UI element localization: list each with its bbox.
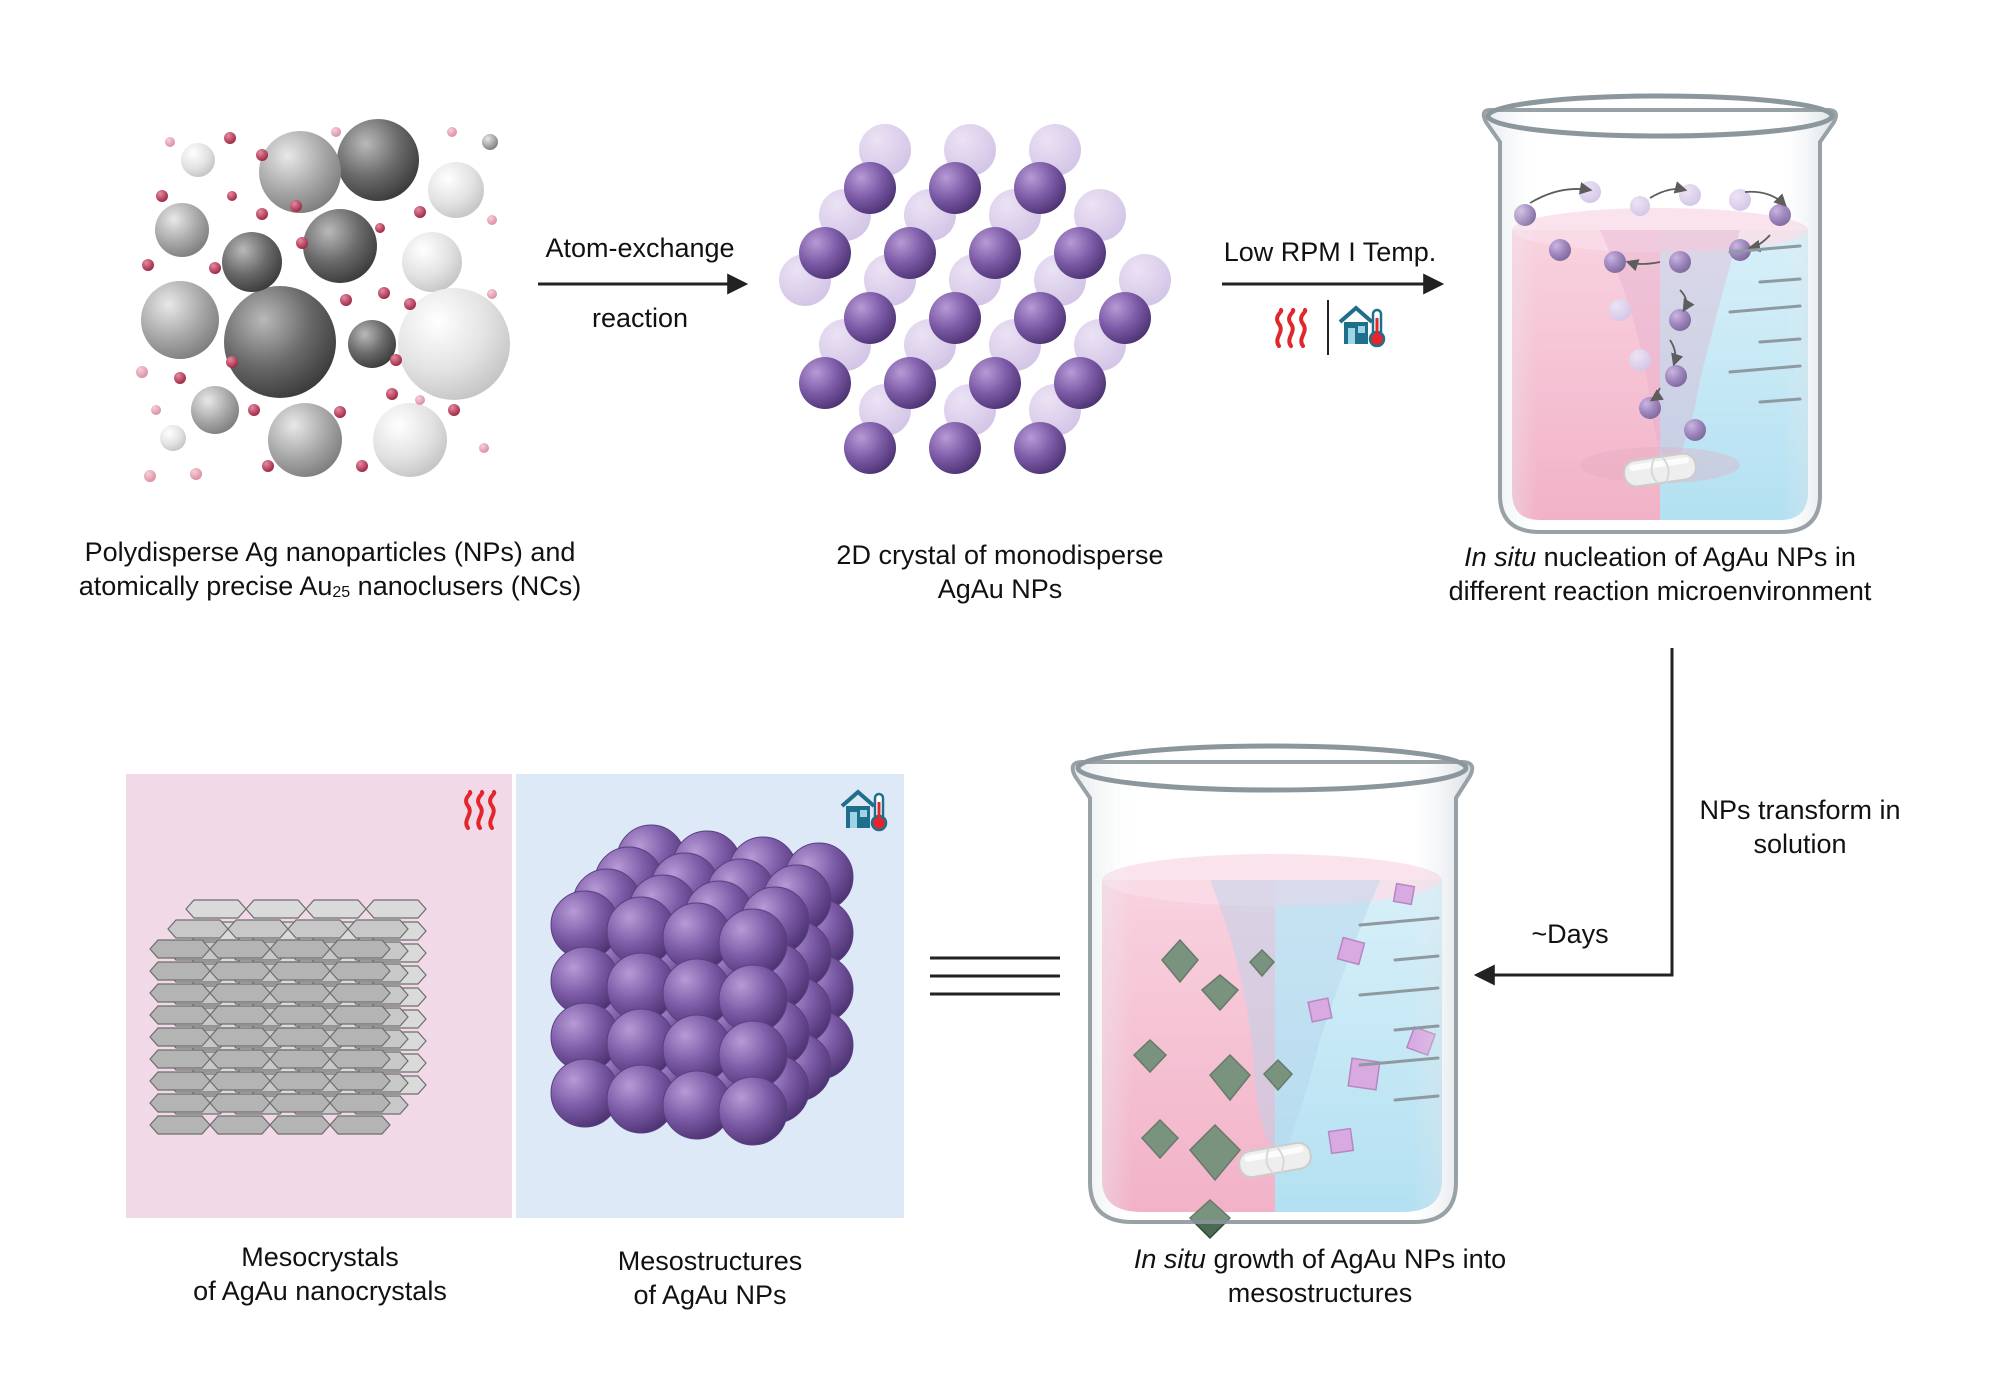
nanocrystal-rod [209, 1115, 271, 1135]
nanocrystal-rod [269, 1027, 331, 1047]
nanocrystal-stack [149, 899, 427, 1135]
nanocrystal-rod [269, 1115, 331, 1135]
graduation-marks-growth [1358, 916, 1440, 1102]
caption-nucleation-italic: In situ [1464, 542, 1537, 572]
caption-nucleation-line1: In situ nucleation of AgAu NPs in [1380, 540, 1940, 574]
arrow3-label-line1: NPs transform in [1699, 795, 1901, 825]
nanocrystal-rod [365, 899, 427, 919]
nanocrystal-rod [329, 1093, 391, 1113]
caption-start-line2-b: nanoclusers (NCs) [350, 571, 582, 601]
caption-growth-rest: growth of AgAu NPs into [1205, 1244, 1507, 1274]
nanocrystal-rod [149, 1027, 211, 1047]
2d-crystal-agau [779, 124, 1171, 474]
nanocrystal-rod [209, 1027, 271, 1047]
nanocrystal-rod [329, 1027, 391, 1047]
nanocrystal-rod [149, 1005, 211, 1025]
nanocrystal-rod [149, 961, 211, 981]
nanocrystal-rod [149, 983, 211, 1003]
nanocrystal-rod [185, 899, 247, 919]
nanocrystal-rod [149, 939, 211, 959]
caption-nucleation-rest: nucleation of AgAu NPs in [1536, 542, 1856, 572]
caption-growth-line1: In situ growth of AgAu NPs into [1040, 1242, 1600, 1276]
caption-growth: In situ growth of AgAu NPs into mesostru… [1040, 1242, 1600, 1310]
nanocrystal-rod [305, 899, 367, 919]
nanocrystal-rod [209, 1049, 271, 1069]
arrow1-label-line1: Atom-exchange [545, 233, 735, 263]
caption-2d-crystal-line2: AgAu NPs [937, 574, 1063, 604]
caption-nucleation: In situ nucleation of AgAu NPs in differ… [1380, 540, 1940, 608]
nanocrystal-rod [269, 983, 331, 1003]
nanocrystal-rod [167, 919, 229, 939]
nanocrystal-rod [269, 939, 331, 959]
caption-mesocrystals-line1: Mesocrystals [241, 1242, 399, 1272]
nanocrystal-rod [287, 919, 349, 939]
nanocrystal-rod [149, 1093, 211, 1113]
equivalence-icon [930, 956, 1060, 996]
nanocrystal-rod [347, 919, 409, 939]
beaker-rim-growth [1075, 743, 1469, 793]
nanocrystal-rod [149, 1071, 211, 1091]
ag-nanoparticles [141, 119, 510, 477]
caption-start-subscript: 25 [332, 584, 351, 601]
np-supercrystal-cube [550, 824, 854, 1146]
arrow2-label: Low RPM I Temp. [1223, 237, 1437, 267]
caption-mesostructures: Mesostructures of AgAu NPs [540, 1244, 880, 1312]
nanocrystal-rod [209, 1005, 271, 1025]
caption-start: Polydisperse Ag nanoparticles (NPs) and … [20, 535, 640, 610]
nanocrystal-rod [245, 899, 307, 919]
nanocrystal-rod [269, 1005, 331, 1025]
caption-start-line2-a: atomically precise Au [78, 571, 333, 601]
nanocrystal-rod [209, 961, 271, 981]
caption-2d-crystal: 2D crystal of monodisperse AgAu NPs [760, 538, 1240, 606]
nanocrystal-rod [269, 961, 331, 981]
beaker-glass-growth [1070, 760, 1475, 1224]
nanocrystal-rod [269, 1071, 331, 1091]
heat-waves-icon [1275, 308, 1308, 348]
nanocrystal-rod [209, 1093, 271, 1113]
arrow4-label: ~Days [1531, 919, 1609, 949]
graduation-marks [1728, 244, 1802, 404]
caption-mesostructures-line2: of AgAu NPs [633, 1280, 787, 1310]
nanocrystal-rod [329, 961, 391, 981]
nanocrystal-rod [209, 1071, 271, 1091]
caption-growth-line2: mesostructures [1227, 1278, 1413, 1308]
nanocrystal-rod [329, 1049, 391, 1069]
au25-nanoclusters [136, 127, 497, 482]
beaker-glass [1481, 108, 1838, 534]
nanocrystal-rod [329, 1115, 391, 1135]
arrow-transform [1473, 648, 1674, 986]
nanocrystal-rod [209, 939, 271, 959]
caption-nucleation-line2: different reaction microenvironment [1448, 576, 1872, 606]
caption-mesostructures-line1: Mesostructures [617, 1246, 803, 1276]
caption-start-line1: Polydisperse Ag nanoparticles (NPs) and [84, 537, 576, 567]
caption-2d-crystal-line1: 2D crystal of monodisperse [836, 540, 1164, 570]
beaker-nucleation [1481, 93, 1838, 534]
front-layer [799, 162, 1151, 474]
caption-mesocrystals-line2: of AgAu nanocrystals [193, 1276, 447, 1306]
caption-start-line2: atomically precise Au25 nanoclusers (NCs… [20, 569, 640, 610]
nanocrystal-rod [269, 1093, 331, 1113]
beaker-growth [1070, 743, 1475, 1240]
room-temperature-icon [1338, 306, 1386, 348]
arrow1-label-line2: reaction [591, 303, 689, 333]
nanocrystal-rod [329, 939, 391, 959]
nanocrystal-rod [329, 1005, 391, 1025]
caption-mesocrystals: Mesocrystals of AgAu nanocrystals [120, 1240, 520, 1308]
nanocrystal-rod [269, 1049, 331, 1069]
agau-np-sphere [718, 1076, 788, 1146]
caption-growth-italic: In situ [1133, 1244, 1206, 1274]
ag-nanoparticle-mixture [136, 119, 510, 482]
nanocrystal-rod [209, 983, 271, 1003]
arrow3-label-line2: solution [1753, 829, 1847, 859]
nanocrystal-rod [329, 983, 391, 1003]
nanocrystal-rod [149, 1049, 211, 1069]
beaker-rim [1485, 93, 1835, 139]
nanocrystal-rod [227, 919, 289, 939]
nanocrystal-rod [329, 1071, 391, 1091]
room-temperature-icon-panel [840, 790, 888, 832]
nanocrystal-rod [149, 1115, 211, 1135]
